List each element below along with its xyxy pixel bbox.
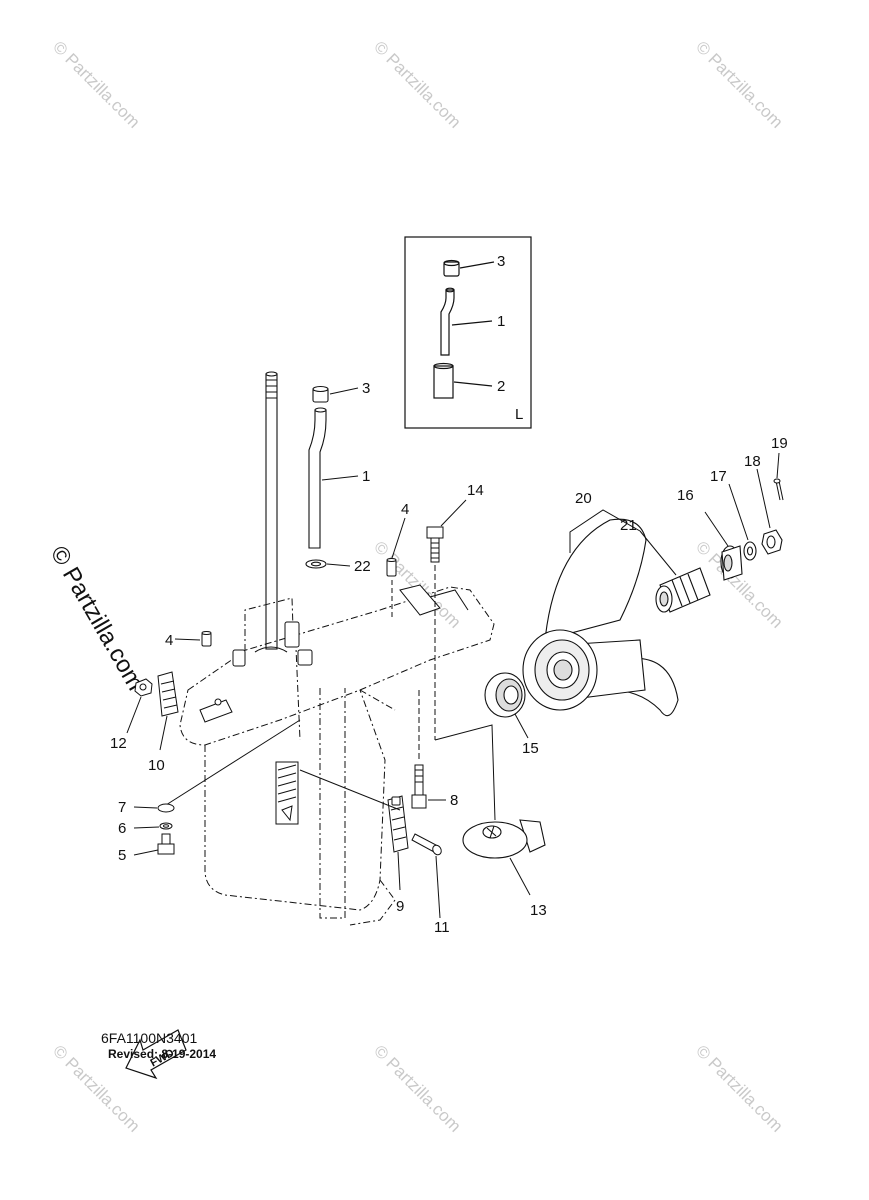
part-5-screw (157, 833, 175, 855)
leader-16 (704, 511, 729, 547)
part-4-dowels (201, 558, 397, 647)
leader-inset-1 (451, 320, 493, 326)
leader-7 (133, 806, 158, 809)
leader-12 (126, 696, 142, 734)
inset-part-2 (433, 362, 454, 399)
leader-19 (776, 452, 780, 479)
leader-6 (133, 826, 160, 829)
part-15-thrust-washer (484, 672, 526, 718)
callout-4b: 4 (165, 632, 173, 649)
part-11-screw (411, 833, 442, 856)
leader-inset-3 (459, 261, 495, 269)
callout-12: 12 (110, 735, 127, 752)
inset-box (404, 236, 532, 429)
leader-18 (756, 468, 771, 529)
leader-10 (159, 715, 168, 751)
part-14-bolt (426, 526, 444, 563)
callout-inset-1: 1 (497, 313, 505, 330)
leader-4b (174, 638, 201, 641)
part-17-washer (743, 541, 757, 561)
watermark-bottom-center: © Partzilla.com (370, 1041, 464, 1135)
watermark-bottom-right: © Partzilla.com (692, 1041, 786, 1135)
anode-guide-line (434, 724, 496, 821)
diagram-code: 6FA1100N3401 (101, 1030, 198, 1046)
callout-10: 10 (148, 757, 165, 774)
part-18-nut (761, 529, 783, 555)
inset-label: L (515, 406, 523, 423)
watermark-top-right: © Partzilla.com (692, 37, 786, 131)
callout-7: 7 (118, 799, 126, 816)
water-tube-assembly (305, 385, 329, 569)
leader-15 (514, 713, 529, 739)
callout-19: 19 (771, 435, 788, 452)
part-7-gasket (157, 803, 175, 813)
leader-inset-2 (453, 381, 493, 387)
drive-shaft (254, 371, 288, 653)
watermark-top-left: © Partzilla.com (49, 37, 143, 131)
leader-9 (397, 851, 401, 891)
callout-17: 17 (710, 468, 727, 485)
leader-13 (509, 857, 531, 896)
callout-inset-2: 2 (497, 378, 505, 395)
callout-13: 13 (530, 902, 547, 919)
part-21-spacer (655, 567, 711, 613)
part-20-propeller (522, 518, 679, 717)
callout-4a: 4 (401, 501, 409, 518)
part-19-cotter-pin (773, 478, 784, 501)
part-1-tube (308, 409, 327, 549)
leader-3 (329, 387, 359, 395)
leader-4a (391, 517, 406, 559)
leader-14 (440, 499, 467, 527)
callout-14: 14 (467, 482, 484, 499)
housing-details (199, 584, 469, 825)
part-10-anode (157, 671, 179, 717)
callout-1: 1 (362, 468, 370, 485)
callout-6: 6 (118, 820, 126, 837)
leader-22 (326, 563, 351, 567)
leader-21 (639, 530, 677, 576)
leader-11 (435, 855, 441, 919)
callout-8: 8 (450, 792, 458, 809)
part-12-nut (134, 678, 153, 697)
watermark-top-center: © Partzilla.com (370, 37, 464, 131)
callout-21: 21 (620, 517, 637, 534)
inset-part-3 (443, 259, 460, 277)
bracket-20 (569, 509, 641, 553)
inset-frame (404, 236, 532, 429)
lower-unit-housing (179, 586, 495, 926)
revised-date: Revised: 8-19-2014 (108, 1047, 217, 1061)
callout-15: 15 (522, 740, 539, 757)
leader-1 (321, 475, 359, 481)
anode-9-guide (299, 769, 401, 811)
watermark-large: © Partzilla.com (45, 542, 149, 696)
part-13-trim-tab (462, 819, 546, 859)
part-9-anode (387, 795, 409, 853)
callout-16: 16 (677, 487, 694, 504)
callout-5: 5 (118, 847, 126, 864)
callout-22: 22 (354, 558, 371, 575)
drain-guide (165, 719, 301, 806)
leader-5 (133, 849, 159, 856)
inset-part-1 (440, 289, 455, 356)
callout-18: 18 (744, 453, 761, 470)
part-16-washer (720, 545, 743, 581)
callout-20: 20 (575, 490, 592, 507)
watermark-mid-center: © Partzilla.com (370, 537, 464, 631)
callout-3: 3 (362, 380, 370, 397)
callout-11: 11 (434, 919, 450, 936)
callout-inset-3: 3 (497, 253, 505, 270)
part-6-washer (159, 822, 173, 830)
part-8-bolt (411, 764, 427, 809)
leader-17 (728, 483, 749, 541)
fwd-arrow: FWD (125, 1029, 187, 1080)
callout-9: 9 (396, 898, 404, 915)
